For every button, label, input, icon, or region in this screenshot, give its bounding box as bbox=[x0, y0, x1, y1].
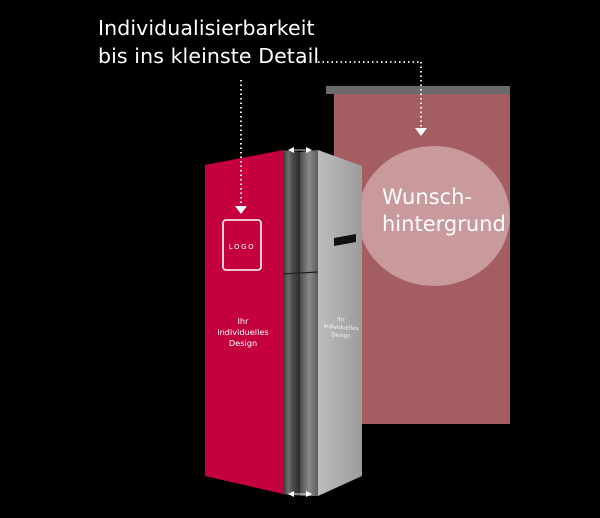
background-panel-label: Wunsch- hintergrund bbox=[382, 184, 506, 238]
logo-box-icon bbox=[222, 219, 262, 271]
headline-line-1: Individualisierbarkeit bbox=[98, 16, 315, 40]
headline: Individualisierbarkeit bis ins kleinste … bbox=[98, 14, 319, 70]
gap-marker-top bbox=[288, 147, 312, 153]
panel-ellipse bbox=[358, 146, 510, 286]
cabinet bbox=[205, 150, 362, 496]
metal-core-right bbox=[300, 150, 318, 496]
front-text-line-2: individuelles bbox=[217, 327, 269, 337]
logo-placeholder: LOGO bbox=[228, 243, 256, 251]
panel-top-bar bbox=[326, 86, 510, 94]
metal-core-left bbox=[282, 150, 300, 496]
background-label-line-1: Wunsch- bbox=[382, 185, 473, 209]
front-panel-text: Ihr individuelles Design bbox=[206, 316, 280, 349]
background-panel bbox=[326, 86, 510, 424]
metal-seam bbox=[281, 271, 319, 275]
side-panel-text: Ihr individuelles Design bbox=[322, 315, 360, 342]
dotted-arrow-down-icon bbox=[235, 80, 247, 214]
background-label-line-2: hintergrund bbox=[382, 212, 506, 236]
gap-marker-bottom bbox=[288, 491, 312, 497]
dotted-arrow-down-icon bbox=[318, 61, 427, 136]
headline-line-2: bis ins kleinste Detail bbox=[98, 44, 320, 68]
front-panel bbox=[205, 150, 283, 494]
front-text-line-3: Design bbox=[228, 338, 258, 348]
card-slot-icon bbox=[334, 234, 356, 246]
front-text-line-1: Ihr bbox=[237, 316, 249, 326]
